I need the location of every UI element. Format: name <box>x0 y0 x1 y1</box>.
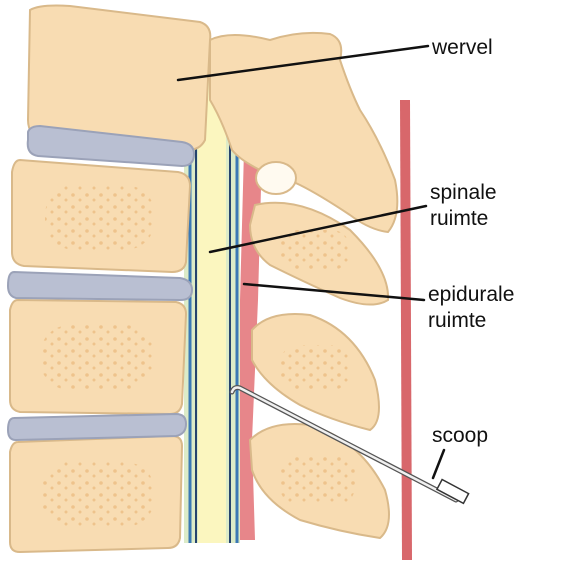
label-wervel: wervel <box>432 36 493 60</box>
label-spinale-line1: spinale <box>430 181 497 205</box>
pointer-scoop <box>433 450 444 478</box>
label-epidurale-line1: epidurale <box>428 283 514 307</box>
ligament-band <box>400 100 412 560</box>
label-epidurale-line2: ruimte <box>428 309 486 333</box>
facet-joint <box>256 162 296 194</box>
label-scoop: scoop <box>432 424 488 448</box>
label-spinale-line2: ruimte <box>430 207 488 231</box>
